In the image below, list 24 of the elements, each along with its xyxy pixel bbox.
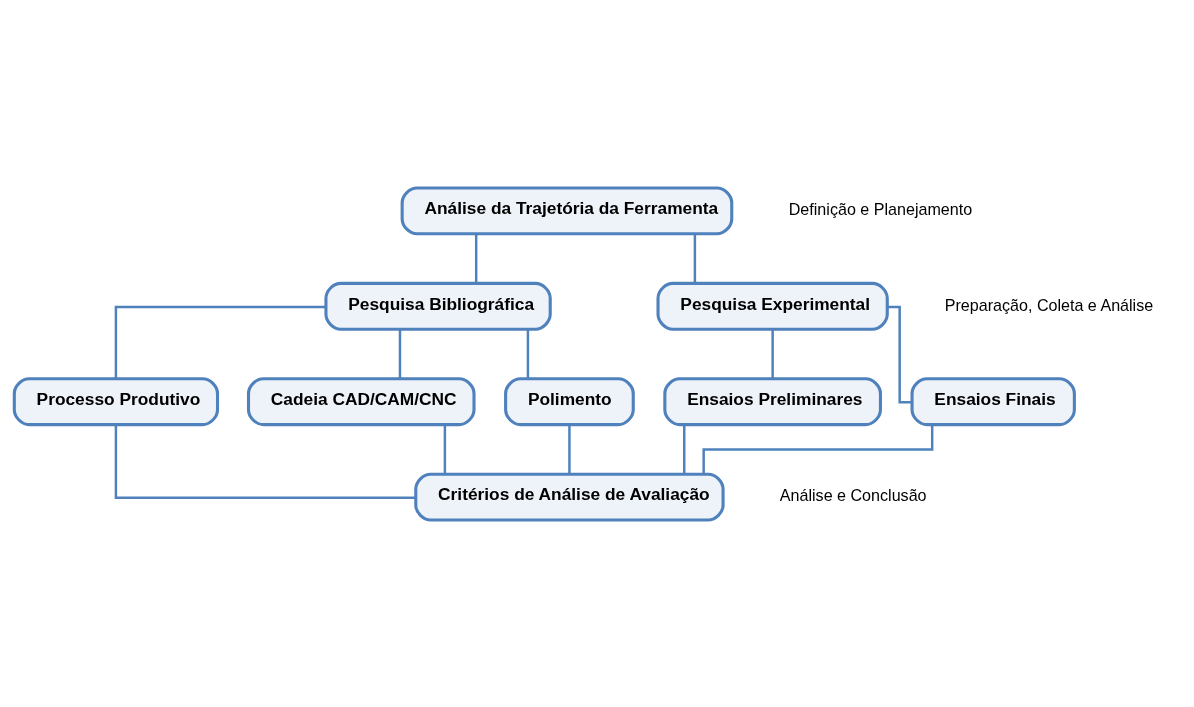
node-box: Ensaios Preliminares bbox=[663, 376, 882, 426]
node-box: Polimento bbox=[504, 376, 635, 426]
label: Preparação, Coleta e Análise bbox=[944, 295, 1154, 314]
connector bbox=[114, 424, 416, 499]
label: Análise e Conclusão bbox=[779, 485, 927, 504]
node-box: Análise da Trajetória da Ferramenta bbox=[400, 185, 734, 235]
connector bbox=[887, 305, 912, 404]
connector bbox=[114, 305, 326, 379]
node-box: Cadeia CAD/CAM/CNC bbox=[246, 376, 476, 426]
node-box: Critérios de Análise de Avaliação bbox=[414, 472, 725, 522]
connector bbox=[771, 328, 774, 378]
node-box: Pesquisa Bibliográfica bbox=[324, 281, 552, 331]
connector bbox=[526, 328, 530, 378]
node-box: Processo Produtivo bbox=[12, 376, 220, 426]
connector bbox=[398, 328, 402, 378]
connector bbox=[693, 233, 697, 283]
connector bbox=[568, 424, 571, 474]
connector bbox=[443, 424, 447, 474]
connector bbox=[474, 233, 478, 283]
node-box: Pesquisa Experimental bbox=[656, 281, 889, 331]
node-box: Ensaios Finais bbox=[910, 376, 1076, 426]
label: Definição e Planejamento bbox=[788, 199, 973, 218]
connector bbox=[683, 424, 686, 474]
connector bbox=[702, 424, 934, 474]
